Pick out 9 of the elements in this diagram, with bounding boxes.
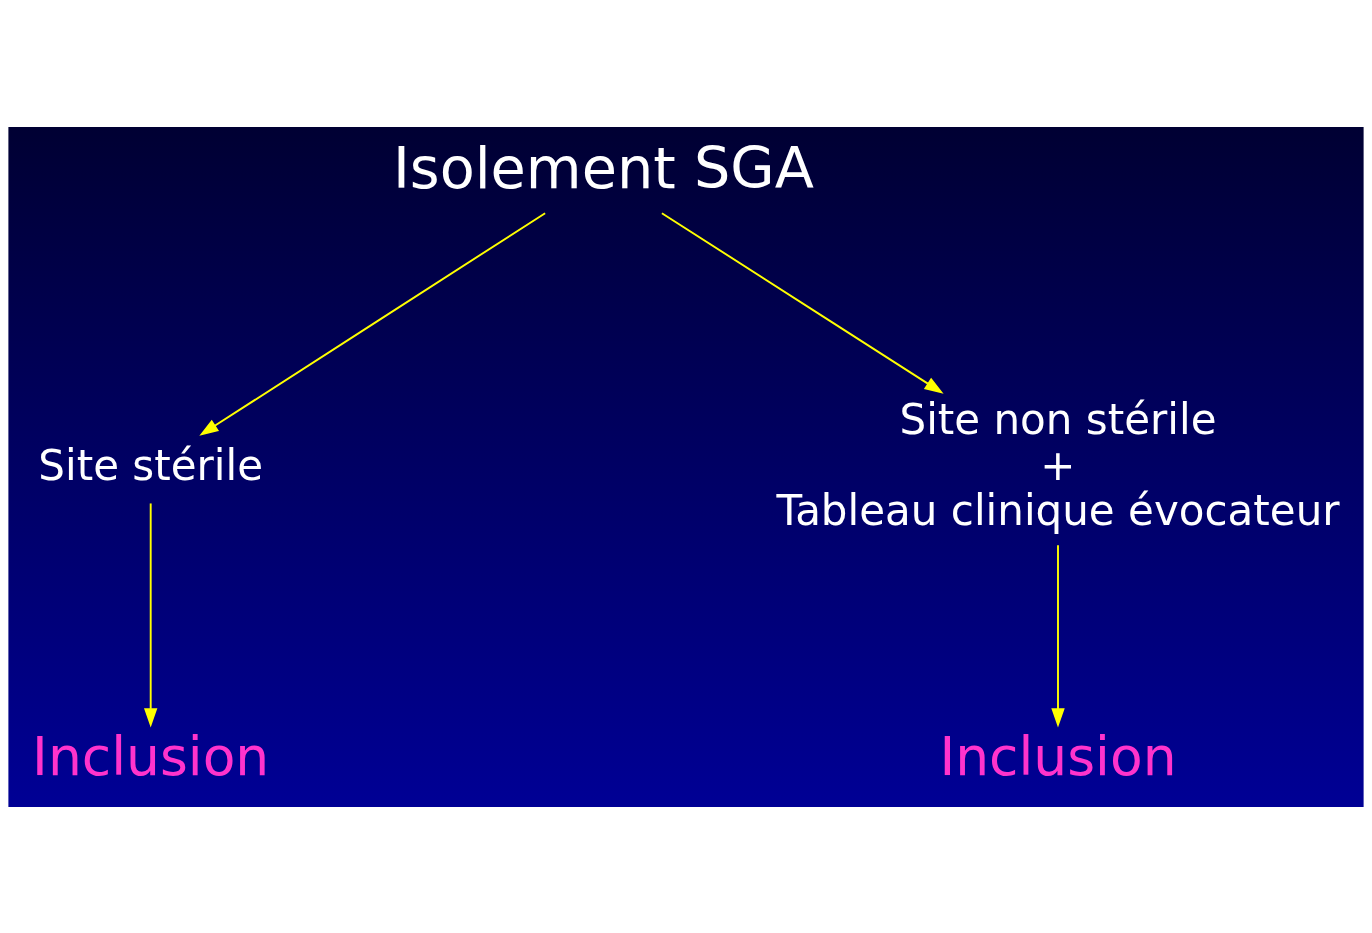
arrow [199,211,547,436]
arrow [144,502,158,727]
node-text: Inclusion [939,724,1177,788]
node-text: Inclusion [32,724,270,788]
arrow [660,211,944,394]
node-text: Site stérile [38,440,264,490]
node-text: Site non stérile + Tableau clinique évocateur [776,394,1340,535]
arrow [1051,543,1065,727]
node-text: Isolement SGA [392,134,814,202]
